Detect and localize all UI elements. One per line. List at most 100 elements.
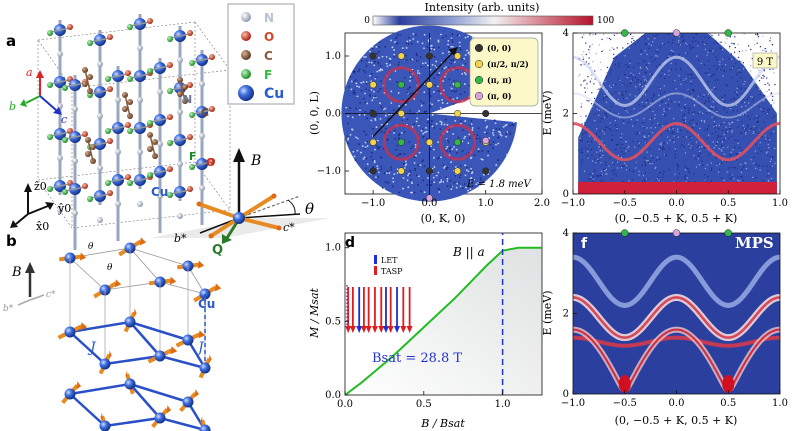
intensity-speckle bbox=[711, 34, 713, 37]
spectrum-plot-area bbox=[573, 33, 780, 194]
intensity-speckle bbox=[771, 43, 773, 45]
intensity-speckle bbox=[714, 127, 716, 129]
intensity-speckle bbox=[691, 99, 693, 101]
intensity-speckle bbox=[601, 150, 604, 152]
exchange-bond bbox=[104, 416, 161, 428]
intensity-speckle bbox=[405, 54, 408, 57]
intensity-speckle bbox=[580, 64, 582, 66]
exchange-bond bbox=[69, 382, 131, 396]
o-atom bbox=[209, 158, 215, 164]
intensity-speckle bbox=[630, 80, 632, 82]
intensity-speckle bbox=[405, 47, 408, 49]
x-tick-label: −1.0 bbox=[561, 398, 585, 409]
brillouin-zone-point bbox=[397, 81, 405, 89]
intensity-speckle bbox=[413, 191, 416, 194]
intensity-speckle bbox=[697, 112, 699, 114]
intensity-speckle bbox=[741, 106, 743, 108]
f-atom bbox=[105, 180, 111, 186]
intensity-speckle bbox=[505, 123, 508, 126]
intensity-speckle bbox=[740, 101, 743, 103]
intensity-speckle bbox=[668, 98, 670, 100]
intensity-speckle bbox=[713, 73, 715, 75]
field-measurement-arrow-head bbox=[382, 326, 389, 333]
intensity-speckle bbox=[615, 172, 617, 175]
intensity-speckle bbox=[735, 62, 737, 65]
intensity-speckle bbox=[381, 107, 384, 110]
intensity-speckle bbox=[622, 47, 624, 49]
intensity-speckle bbox=[506, 153, 508, 156]
intensity-speckle bbox=[752, 99, 754, 101]
intensity-speckle bbox=[684, 178, 686, 180]
label-N: N bbox=[183, 93, 192, 106]
intensity-speckle bbox=[692, 90, 694, 92]
intensity-speckle bbox=[638, 174, 640, 176]
intensity-speckle bbox=[385, 55, 388, 58]
cu-f-bond bbox=[107, 177, 129, 183]
intensity-speckle bbox=[594, 169, 596, 171]
intensity-speckle bbox=[742, 124, 745, 127]
intensity-speckle bbox=[690, 138, 692, 140]
intensity-speckle bbox=[706, 128, 708, 130]
intensity-speckle bbox=[659, 75, 661, 77]
intensity-speckle bbox=[695, 97, 698, 100]
intensity-speckle bbox=[455, 166, 457, 168]
intensity-speckle bbox=[658, 148, 660, 150]
intensity-speckle bbox=[373, 161, 376, 164]
intensity-speckle bbox=[347, 122, 350, 125]
intensity-speckle bbox=[379, 80, 382, 83]
intensity-speckle bbox=[497, 142, 500, 145]
intensity-speckle bbox=[663, 85, 665, 87]
intensity-speckle bbox=[723, 121, 725, 124]
intensity-speckle bbox=[632, 35, 634, 38]
intensity-speckle bbox=[450, 59, 453, 62]
exchange-bond bbox=[129, 320, 189, 342]
intensity-speckle bbox=[630, 33, 632, 35]
intensity-speckle bbox=[592, 176, 594, 178]
intensity-speckle bbox=[765, 138, 767, 140]
intensity-speckle bbox=[451, 33, 454, 36]
intensity-speckle bbox=[654, 167, 656, 169]
intensity-speckle bbox=[468, 133, 471, 136]
intensity-speckle bbox=[736, 87, 738, 89]
intensity-speckle bbox=[384, 181, 387, 184]
intensity-speckle bbox=[593, 139, 596, 141]
n-atom bbox=[97, 113, 103, 119]
magnetization-area bbox=[345, 247, 542, 395]
intensity-speckle bbox=[423, 110, 426, 113]
intensity-speckle bbox=[618, 65, 620, 68]
intensity-speckle bbox=[586, 99, 588, 102]
o-atom bbox=[125, 70, 131, 76]
intensity-speckle bbox=[639, 92, 641, 94]
intensity-speckle bbox=[447, 66, 450, 69]
y-tick-label: 2 bbox=[563, 309, 569, 320]
intensity-speckle bbox=[580, 139, 582, 142]
intensity-ring bbox=[382, 123, 420, 161]
intensity-speckle bbox=[467, 35, 469, 38]
intensity-speckle bbox=[590, 78, 593, 80]
intensity-speckle bbox=[713, 65, 715, 67]
intensity-speckle bbox=[677, 136, 679, 138]
intensity-speckle bbox=[631, 79, 633, 81]
intensity-speckle bbox=[614, 120, 617, 122]
intensity-speckle bbox=[654, 37, 656, 40]
intensity-speckle bbox=[671, 53, 673, 55]
intensity-speckle bbox=[605, 168, 608, 171]
intensity-speckle bbox=[586, 87, 588, 89]
intensity-speckle bbox=[680, 129, 682, 131]
intensity-speckle bbox=[663, 110, 665, 113]
intensity-speckle bbox=[391, 185, 394, 188]
intensity-speckle bbox=[415, 33, 417, 36]
intensity-speckle bbox=[749, 128, 751, 130]
intensity-speckle bbox=[450, 62, 452, 65]
zone-marker bbox=[672, 29, 681, 37]
f-atom bbox=[167, 192, 173, 198]
intensity-speckle bbox=[704, 72, 706, 74]
intensity-speckle bbox=[421, 160, 423, 163]
intensity-speckle bbox=[405, 160, 407, 163]
intensity-speckle bbox=[389, 58, 392, 61]
intensity-speckle bbox=[766, 113, 768, 115]
intensity-speckle bbox=[723, 70, 725, 72]
legend-atom-Cu bbox=[238, 85, 254, 101]
intensity-speckle bbox=[419, 56, 422, 58]
